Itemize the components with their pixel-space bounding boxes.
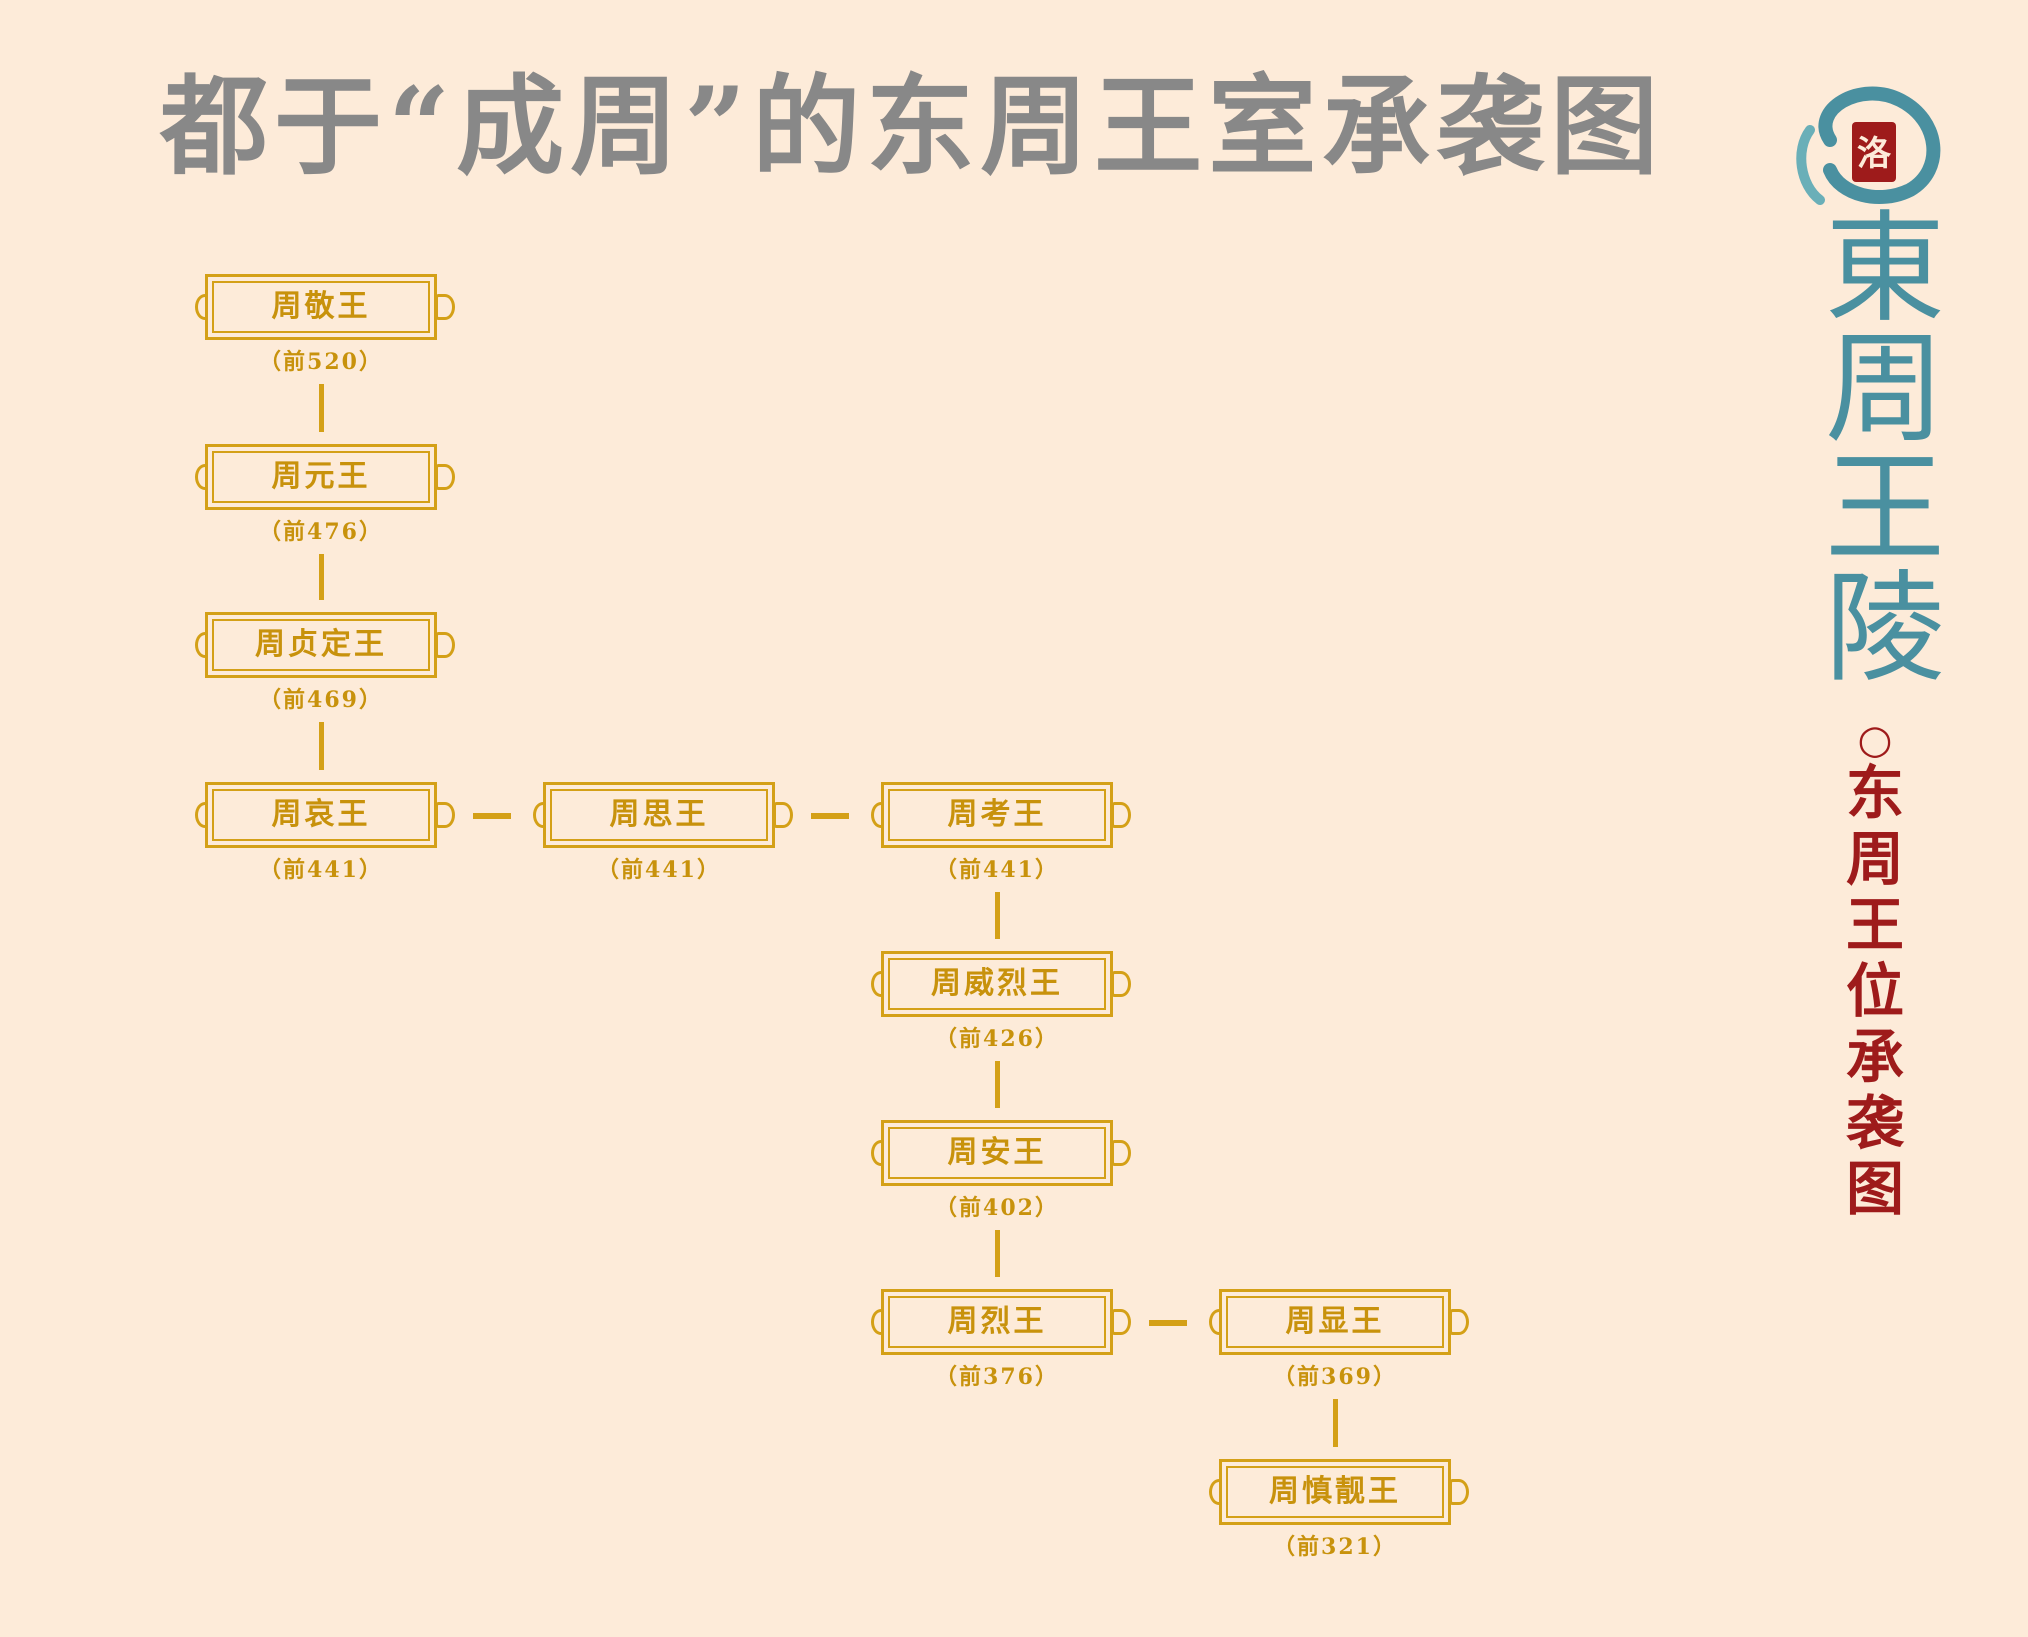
king-node: 周思王 [533,780,793,854]
name-frame [205,274,437,340]
logo-char: 周 [1825,320,1945,459]
king-name: 周慎靓王 [1269,1474,1401,1509]
king-node: 周元王 [195,442,455,516]
reign-year: （前321） [1273,1534,1397,1560]
name-frame [881,951,1113,1017]
name-frame [205,612,437,678]
succession-link [1333,1399,1338,1447]
logo-char: 陵 [1825,560,1945,690]
succession-link [319,384,324,432]
name-frame [1219,1459,1451,1525]
side-title-char: 王 [1845,891,1904,959]
king-node: 周贞定王 [195,610,455,684]
name-frame [205,782,437,848]
seal-icon [1852,122,1896,182]
succession-link [995,1061,1000,1108]
scroll-ornament-icon [1111,802,1131,828]
scroll-ornament-icon [1111,1309,1131,1335]
side-title-char: 位 [1845,957,1904,1025]
reign-year: （前441） [597,857,721,883]
dragon-ring-icon [1796,86,1941,205]
name-frame [881,1120,1113,1186]
side-title-char: 东 [1845,759,1904,827]
scroll-ornament-icon [773,802,793,828]
king-name: 周贞定王 [255,627,387,662]
reign-year: （前369） [1273,1364,1397,1390]
name-frame [1219,1289,1451,1355]
succession-link [1149,1320,1187,1326]
king-name: 周安王 [947,1135,1047,1170]
logo-char: 王 [1825,440,1945,579]
king-name: 周思王 [609,797,709,832]
reign-year: （前441） [935,857,1059,883]
succession-link [319,722,324,770]
scroll-ornament-icon [435,802,455,828]
succession-link [811,813,849,819]
king-node: 周慎靓王 [1209,1457,1469,1531]
side-title: ○ 东 周 王 位 承 袭 图 [1840,716,1910,1223]
page-title: 都于“成周”的东周王室承袭图 [160,64,1665,190]
circle-mark: ○ [1857,716,1893,763]
king-node: 周敬王 [195,272,455,346]
king-name: 周威烈王 [931,966,1063,1001]
dongzhou-wangling-logo: 洛 東 周 王 陵 [1796,86,1945,690]
king-name: 周烈王 [947,1304,1047,1339]
reign-year: （前476） [259,519,383,545]
reign-year: （前376） [935,1364,1059,1390]
name-frame [543,782,775,848]
scroll-ornament-icon [435,464,455,490]
succession-link [473,813,511,819]
reign-year: （前469） [259,687,383,713]
king-name: 周敬王 [271,289,371,324]
king-node: 周威烈王 [871,949,1131,1023]
scroll-ornament-icon [1449,1309,1469,1335]
scroll-ornament-icon [435,632,455,658]
reign-year: （前441） [259,857,383,883]
name-frame [205,444,437,510]
logo-char: 東 [1825,200,1945,339]
side-title-char: 图 [1845,1155,1904,1223]
reign-year: （前520） [259,349,383,375]
reign-year: （前426） [935,1026,1059,1052]
scroll-ornament-icon [1111,1140,1131,1166]
succession-link [995,1230,1000,1277]
king-name: 周显王 [1285,1304,1385,1339]
reign-year: （前402） [935,1195,1059,1221]
succession-link [319,554,324,600]
king-node: 周哀王 [195,780,455,854]
side-title-char: 周 [1845,825,1904,893]
king-name: 周元王 [271,459,371,494]
side-title-char: 袭 [1845,1089,1904,1157]
king-node: 周显王 [1209,1287,1469,1361]
scroll-ornament-icon [1449,1479,1469,1505]
scroll-ornament-icon [435,294,455,320]
king-node: 周烈王 [871,1287,1131,1361]
succession-link [995,892,1000,939]
side-title-char: 承 [1845,1023,1904,1091]
king-node: 周安王 [871,1118,1131,1192]
seal-char: 洛 [1857,134,1892,174]
scroll-ornament-icon [1111,971,1131,997]
king-node: 周考王 [871,780,1131,854]
king-name: 周考王 [947,797,1047,832]
king-name: 周哀王 [271,797,371,832]
